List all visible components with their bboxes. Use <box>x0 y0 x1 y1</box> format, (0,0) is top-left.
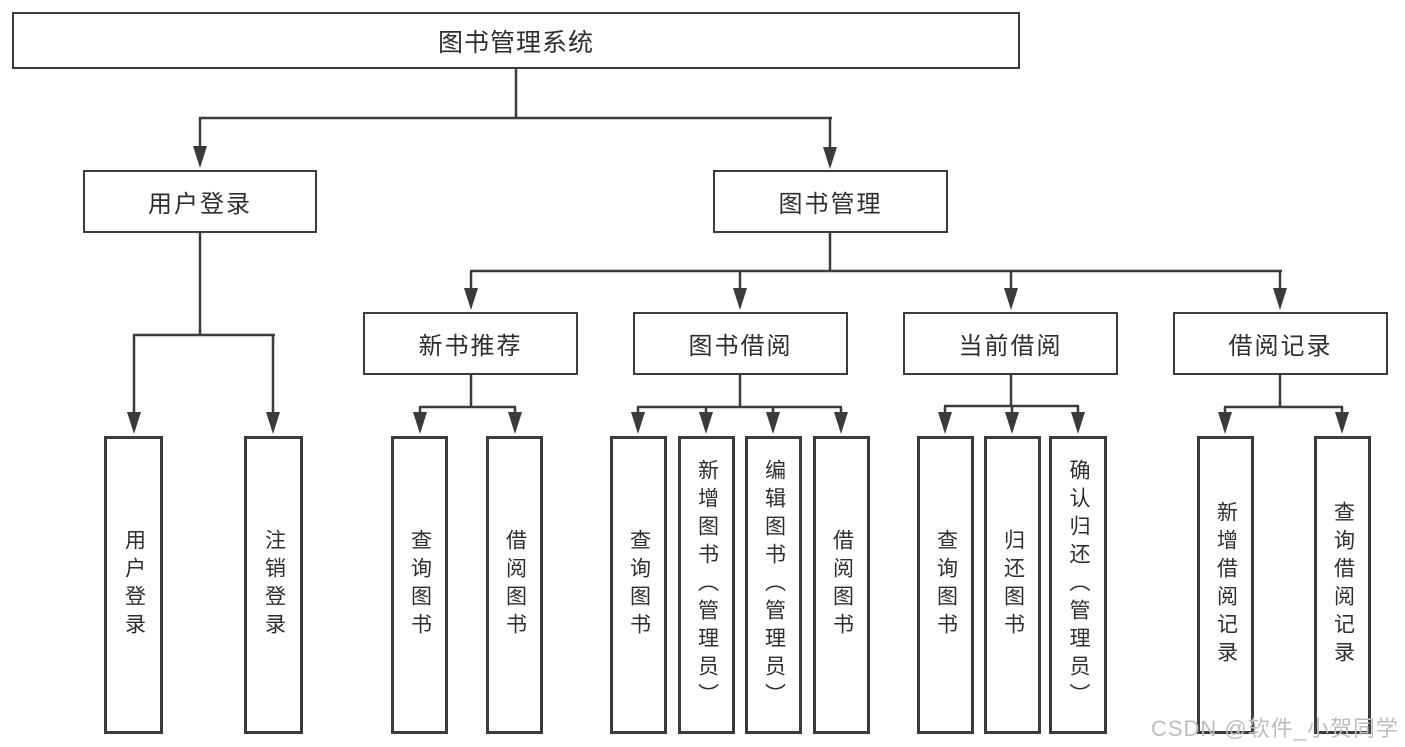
leaf-add-borrow-record: 新增借阅记录 <box>1197 436 1254 734</box>
leaf-query-books-3: 查询图书 <box>917 436 974 734</box>
node-root: 图书管理系统 <box>12 12 1020 69</box>
leaf-user-login: 用户登录 <box>104 436 163 734</box>
leaf-query-books-2: 查询图书 <box>610 436 667 734</box>
node-new-book-recommend: 新书推荐 <box>363 312 578 375</box>
node-book-management: 图书管理 <box>713 170 948 233</box>
node-book-borrow: 图书借阅 <box>633 312 848 375</box>
node-user-login: 用户登录 <box>83 170 317 233</box>
leaf-return-books: 归还图书 <box>984 436 1041 734</box>
leaf-query-books-1: 查询图书 <box>391 436 448 734</box>
arrowheads <box>127 146 1349 434</box>
leaf-query-borrow-record: 查询借阅记录 <box>1314 436 1371 734</box>
watermark: CSDN @软件_小贺同学 <box>1150 716 1399 741</box>
leaf-confirm-return-admin: 确认归还（管理员） <box>1049 436 1107 734</box>
leaf-logout: 注销登录 <box>244 436 303 734</box>
leaf-borrow-books-1: 借阅图书 <box>486 436 543 734</box>
leaf-borrow-books-2: 借阅图书 <box>813 436 870 734</box>
leaf-edit-book-admin: 编辑图书（管理员） <box>745 436 802 734</box>
node-current-borrow: 当前借阅 <box>903 312 1118 375</box>
node-borrow-records: 借阅记录 <box>1173 312 1388 375</box>
leaf-add-book-admin: 新增图书（管理员） <box>678 436 735 734</box>
